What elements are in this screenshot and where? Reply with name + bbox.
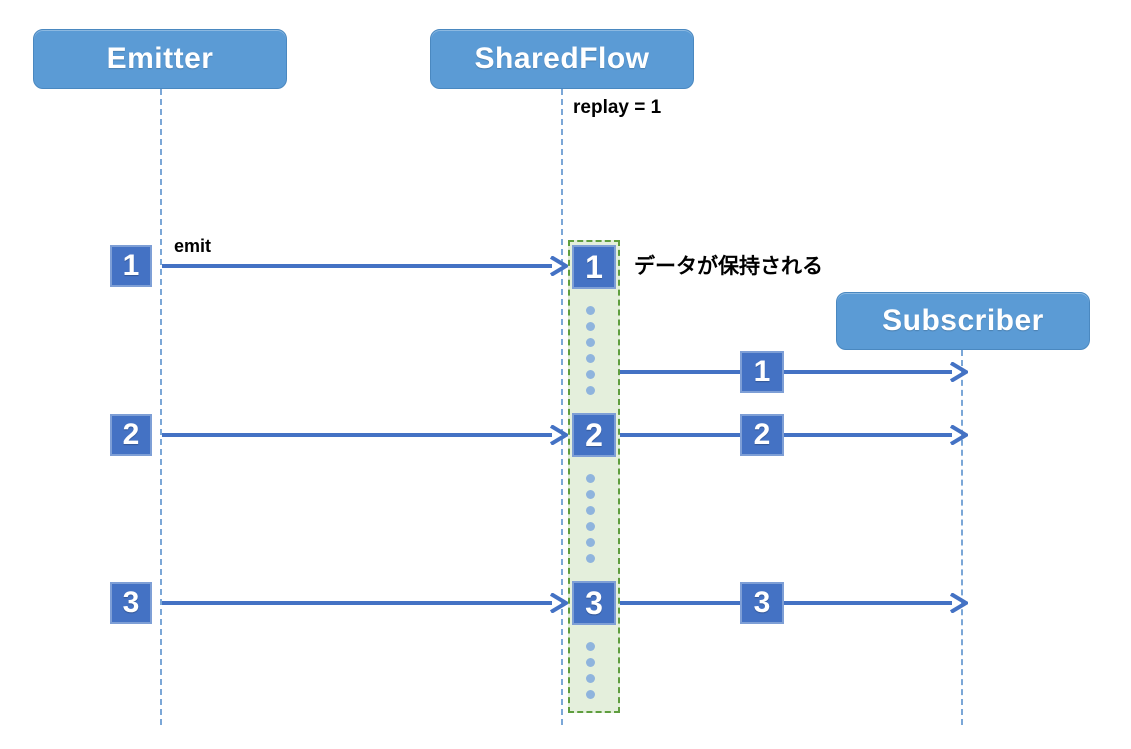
buffer-dot (586, 490, 595, 499)
buffer-dot (586, 658, 595, 667)
message-box-emit-1[interactable]: 1 (110, 245, 152, 287)
buffer-dot (586, 538, 595, 547)
buffer-item-buf-1[interactable]: 1 (572, 245, 616, 289)
buffer-dot (586, 354, 595, 363)
buffer-dot (586, 674, 595, 683)
annotation-emit: emit (174, 236, 212, 256)
buffer-dot (586, 554, 595, 563)
participant-sharedflow[interactable]: SharedFlow (430, 29, 694, 89)
arrow-line-emit-2 (162, 433, 552, 437)
lifeline-subscriber (961, 350, 963, 725)
buffer-item-buf-3[interactable]: 3 (572, 581, 616, 625)
arrow-line-deliver-3 (620, 601, 952, 605)
buffer-dot (586, 322, 595, 331)
buffer-dot (586, 506, 595, 515)
buffer-dot (586, 642, 595, 651)
buffer-dot (586, 370, 595, 379)
participant-subscriber-label: Subscriber (882, 304, 1044, 337)
buffer-dot (586, 386, 595, 395)
buffer-dot (586, 338, 595, 347)
buffer-item-buf-2[interactable]: 2 (572, 413, 616, 457)
message-box-emit-2[interactable]: 2 (110, 414, 152, 456)
participant-emitter-label: Emitter (106, 42, 214, 75)
arrow-line-emit-3 (162, 601, 552, 605)
lifeline-sharedflow (561, 89, 563, 725)
message-box-emit-3[interactable]: 3 (110, 582, 152, 624)
message-box-replay-1[interactable]: 1 (740, 351, 784, 393)
participant-emitter[interactable]: Emitter (33, 29, 287, 89)
arrow-line-emit-1 (162, 264, 552, 268)
participant-sharedflow-label: SharedFlow (474, 42, 650, 75)
annotation-data-retained: データが保持される (634, 254, 823, 278)
message-box-deliver-3[interactable]: 3 (740, 582, 784, 624)
buffer-dot (586, 474, 595, 483)
buffer-dot (586, 522, 595, 531)
buffer-dot (586, 306, 595, 315)
annotation-replay: replay = 1 (573, 97, 662, 118)
buffer-dot (586, 690, 595, 699)
participant-subscriber[interactable]: Subscriber (836, 292, 1090, 350)
lifeline-emitter (160, 89, 162, 725)
message-box-deliver-2[interactable]: 2 (740, 414, 784, 456)
arrow-line-deliver-2 (620, 433, 952, 437)
arrow-line-replay-1 (620, 370, 952, 374)
